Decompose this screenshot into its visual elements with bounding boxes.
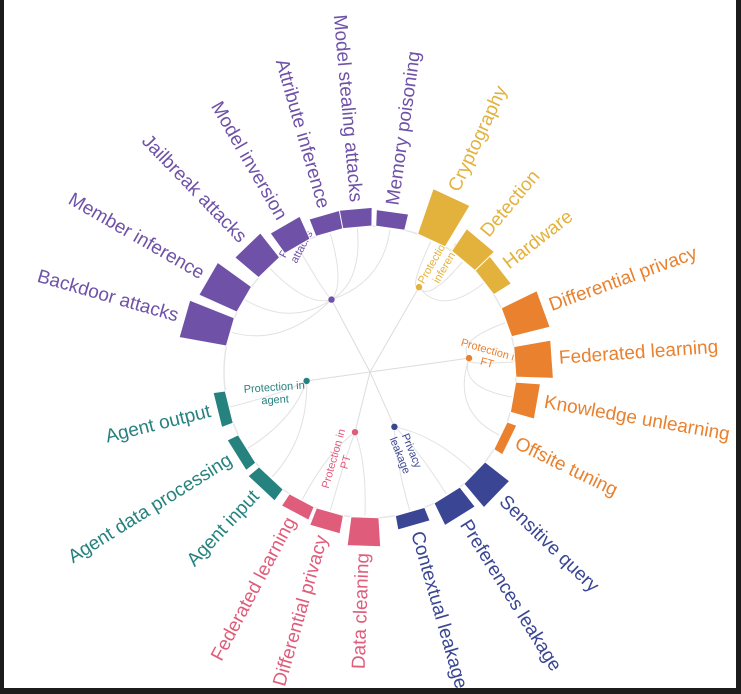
link-sensitive-query xyxy=(394,426,474,473)
link-memory-poisoning xyxy=(331,229,391,301)
leaf-label-federated-learning: Federated learning xyxy=(558,337,719,369)
leaf-label-differential-privacy: Differential privacy xyxy=(546,243,700,316)
link-root-protection-in-inference xyxy=(369,286,420,373)
link-backdoor-attacks xyxy=(231,299,332,337)
group-label-line: FT xyxy=(479,356,495,371)
group-node-protection-in-agent xyxy=(303,377,310,385)
group-label-privacy-leakage: Privacyleakage xyxy=(387,431,424,476)
group-label-line: PT xyxy=(338,454,353,471)
leaf-label-agent-input: Agent input xyxy=(183,486,264,571)
bar-federated-learning xyxy=(280,493,315,521)
leaf-label-member-inference: Member inference xyxy=(65,189,208,284)
group-node-protection-in-inference xyxy=(415,283,423,291)
bar-attribute-inference xyxy=(308,209,345,237)
link-hardware xyxy=(418,282,484,302)
bar-agent-data-processing xyxy=(226,434,257,472)
leaf-label-knowledge-unlearning: Knowledge unlearning xyxy=(542,392,731,445)
link-attribute-inference xyxy=(329,233,339,300)
bar-agent-output xyxy=(212,390,234,429)
leaf-label-contextual-leakage: Contextual leakage xyxy=(406,529,471,688)
bar-preferences-leakage xyxy=(433,486,476,527)
link-agent-data-processing xyxy=(247,380,308,449)
leaf-label-data-cleaning: Data cleaning xyxy=(349,553,374,670)
group-node-protection-in-pt xyxy=(351,428,359,436)
bar-offsite-tuning xyxy=(493,421,518,456)
bar-member-inference xyxy=(198,261,253,313)
link-differential-privacy xyxy=(329,431,356,511)
bar-data-cleaning xyxy=(346,516,382,548)
link-offsite-tuning xyxy=(463,357,500,436)
bar-sensitive-query xyxy=(463,461,511,509)
bar-hardware xyxy=(474,255,513,296)
leaf-label-attribute-inference: Attribute inference xyxy=(271,57,334,211)
link-preferences-leakage xyxy=(394,426,447,495)
link-jailbreak-attacks xyxy=(269,268,332,302)
group-node-privacy-leakage xyxy=(391,423,398,431)
bar-agent-input xyxy=(247,466,284,502)
bar-memory-poisoning xyxy=(375,209,410,231)
leaf-label-backdoor-attacks: Backdoor attacks xyxy=(35,266,181,326)
link-model-stealing-attacks xyxy=(331,228,359,301)
group-label-line: agent xyxy=(261,393,289,407)
leaf-label-model-stealing-attacks: Model stealing attacks xyxy=(329,14,366,203)
link-contextual-leakage xyxy=(393,426,411,511)
bar-differential-privacy xyxy=(500,289,551,338)
leaf-label-offsite-tuning: Offsite tuning xyxy=(511,433,621,501)
bar-model-inversion xyxy=(269,215,311,255)
group-label-protection-in-pt: Protection inPT xyxy=(320,428,361,494)
link-data-cleaning xyxy=(354,431,366,516)
leaf-label-agent-output: Agent output xyxy=(103,401,213,448)
link-agent-input xyxy=(271,380,308,478)
link-agent-output xyxy=(230,380,307,408)
bar-contextual-leakage xyxy=(394,506,431,531)
links-layer xyxy=(230,228,514,516)
leaf-label-cryptography: Cryptography xyxy=(445,82,512,195)
bar-backdoor-attacks xyxy=(178,299,235,347)
group-label-line: Protection in xyxy=(243,380,305,396)
link-root-protection-in-pt xyxy=(354,371,371,433)
link-root-privacy-attacks xyxy=(331,299,371,373)
link-differential-privacy xyxy=(465,322,506,359)
bar-jailbreak-attacks xyxy=(234,232,281,279)
bar-federated-learning xyxy=(513,339,554,379)
bar-model-stealing-attacks xyxy=(338,206,373,230)
group-label-protection-in-agent: Protection inagent xyxy=(243,380,306,409)
leaf-label-memory-poisoning: Memory poisoning xyxy=(383,50,425,207)
link-root-protection-in-agent xyxy=(306,371,371,382)
link-member-inference xyxy=(245,299,332,314)
link-federated-learning xyxy=(301,431,356,500)
group-node-protection-in-ft xyxy=(465,354,473,362)
link-root-protection-in-ft xyxy=(369,357,470,373)
bar-detection xyxy=(450,227,496,272)
bar-differential-privacy xyxy=(309,507,344,535)
group-node-privacy-attacks xyxy=(328,296,335,303)
bar-knowledge-unlearning xyxy=(509,381,542,420)
bar-cryptography xyxy=(416,187,471,248)
link-root-privacy-leakage xyxy=(369,371,395,428)
